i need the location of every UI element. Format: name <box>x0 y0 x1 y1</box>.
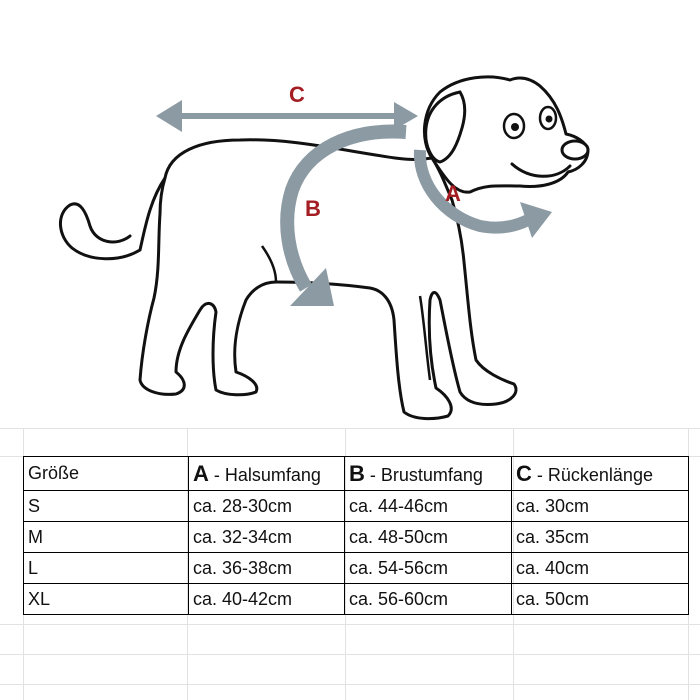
arrow-a-head <box>520 202 552 238</box>
table-header-row: Größe A - Halsumfang B - Brustumfang C -… <box>23 456 689 491</box>
header-size-label: Größe <box>28 463 80 483</box>
arrow-b-icon <box>280 124 407 292</box>
header-size: Größe <box>23 456 189 491</box>
table-row: XL ca. 40-42cm ca. 56-60cm ca. 50cm <box>23 583 689 615</box>
header-a-text: - Halsumfang <box>208 464 321 485</box>
header-a: A - Halsumfang <box>188 456 345 491</box>
arrow-b-head <box>290 268 334 306</box>
cell-a: ca. 28-30cm <box>188 490 345 522</box>
grid-line <box>0 684 700 685</box>
dog-mouth <box>510 162 572 178</box>
header-b: B - Brustumfang <box>344 456 512 491</box>
arrow-c-left-head <box>156 100 182 132</box>
table-row: M ca. 32-34cm ca. 48-50cm ca. 35cm <box>23 521 689 553</box>
cell-b: ca. 54-56cm <box>344 552 512 584</box>
arrow-a-icon <box>413 149 531 234</box>
label-b: B <box>305 196 321 221</box>
label-a: A <box>445 181 461 206</box>
cell-c: ca. 50cm <box>511 583 689 615</box>
cell-a: ca. 40-42cm <box>188 583 345 615</box>
grid-line <box>0 654 700 655</box>
cell-b: ca. 48-50cm <box>344 521 512 553</box>
size-table: Größe A - Halsumfang B - Brustumfang C -… <box>23 456 689 615</box>
header-b-text: - Brustumfang <box>364 464 483 485</box>
cell-a: ca. 32-34cm <box>188 521 345 553</box>
cell-b: ca. 56-60cm <box>344 583 512 615</box>
cell-c: ca. 30cm <box>511 490 689 522</box>
cell-size: L <box>23 552 189 584</box>
cell-a: ca. 36-38cm <box>188 552 345 584</box>
cell-size: XL <box>23 583 189 615</box>
grid-line <box>0 428 700 429</box>
dog-pupil <box>511 123 519 131</box>
header-c-letter: C <box>516 460 532 486</box>
cell-c: ca. 40cm <box>511 552 689 584</box>
dog-ear <box>424 90 467 164</box>
cell-size: S <box>23 490 189 522</box>
header-a-letter: A <box>193 460 209 486</box>
dog-tail <box>59 176 167 261</box>
dog-leg-detail <box>418 295 432 381</box>
cell-b: ca. 44-46cm <box>344 490 512 522</box>
dog-measurement-illustration: C B A <box>59 75 590 421</box>
grid-line <box>688 428 689 700</box>
cell-size: M <box>23 521 189 553</box>
dog-leg-detail <box>260 245 278 283</box>
dog-nose <box>560 139 590 161</box>
header-b-letter: B <box>349 460 365 486</box>
arrow-c-right-head <box>394 102 418 130</box>
table-row: L ca. 36-38cm ca. 54-56cm ca. 40cm <box>23 552 689 584</box>
table-row: S ca. 28-30cm ca. 44-46cm ca. 30cm <box>23 490 689 522</box>
header-c: C - Rückenlänge <box>511 456 689 491</box>
header-c-text: - Rückenlänge <box>531 464 653 485</box>
label-c: C <box>289 82 305 107</box>
dog-pupil <box>545 115 553 123</box>
cell-c: ca. 35cm <box>511 521 689 553</box>
grid-line <box>0 624 700 625</box>
dog-drawing: C B A <box>59 75 590 421</box>
